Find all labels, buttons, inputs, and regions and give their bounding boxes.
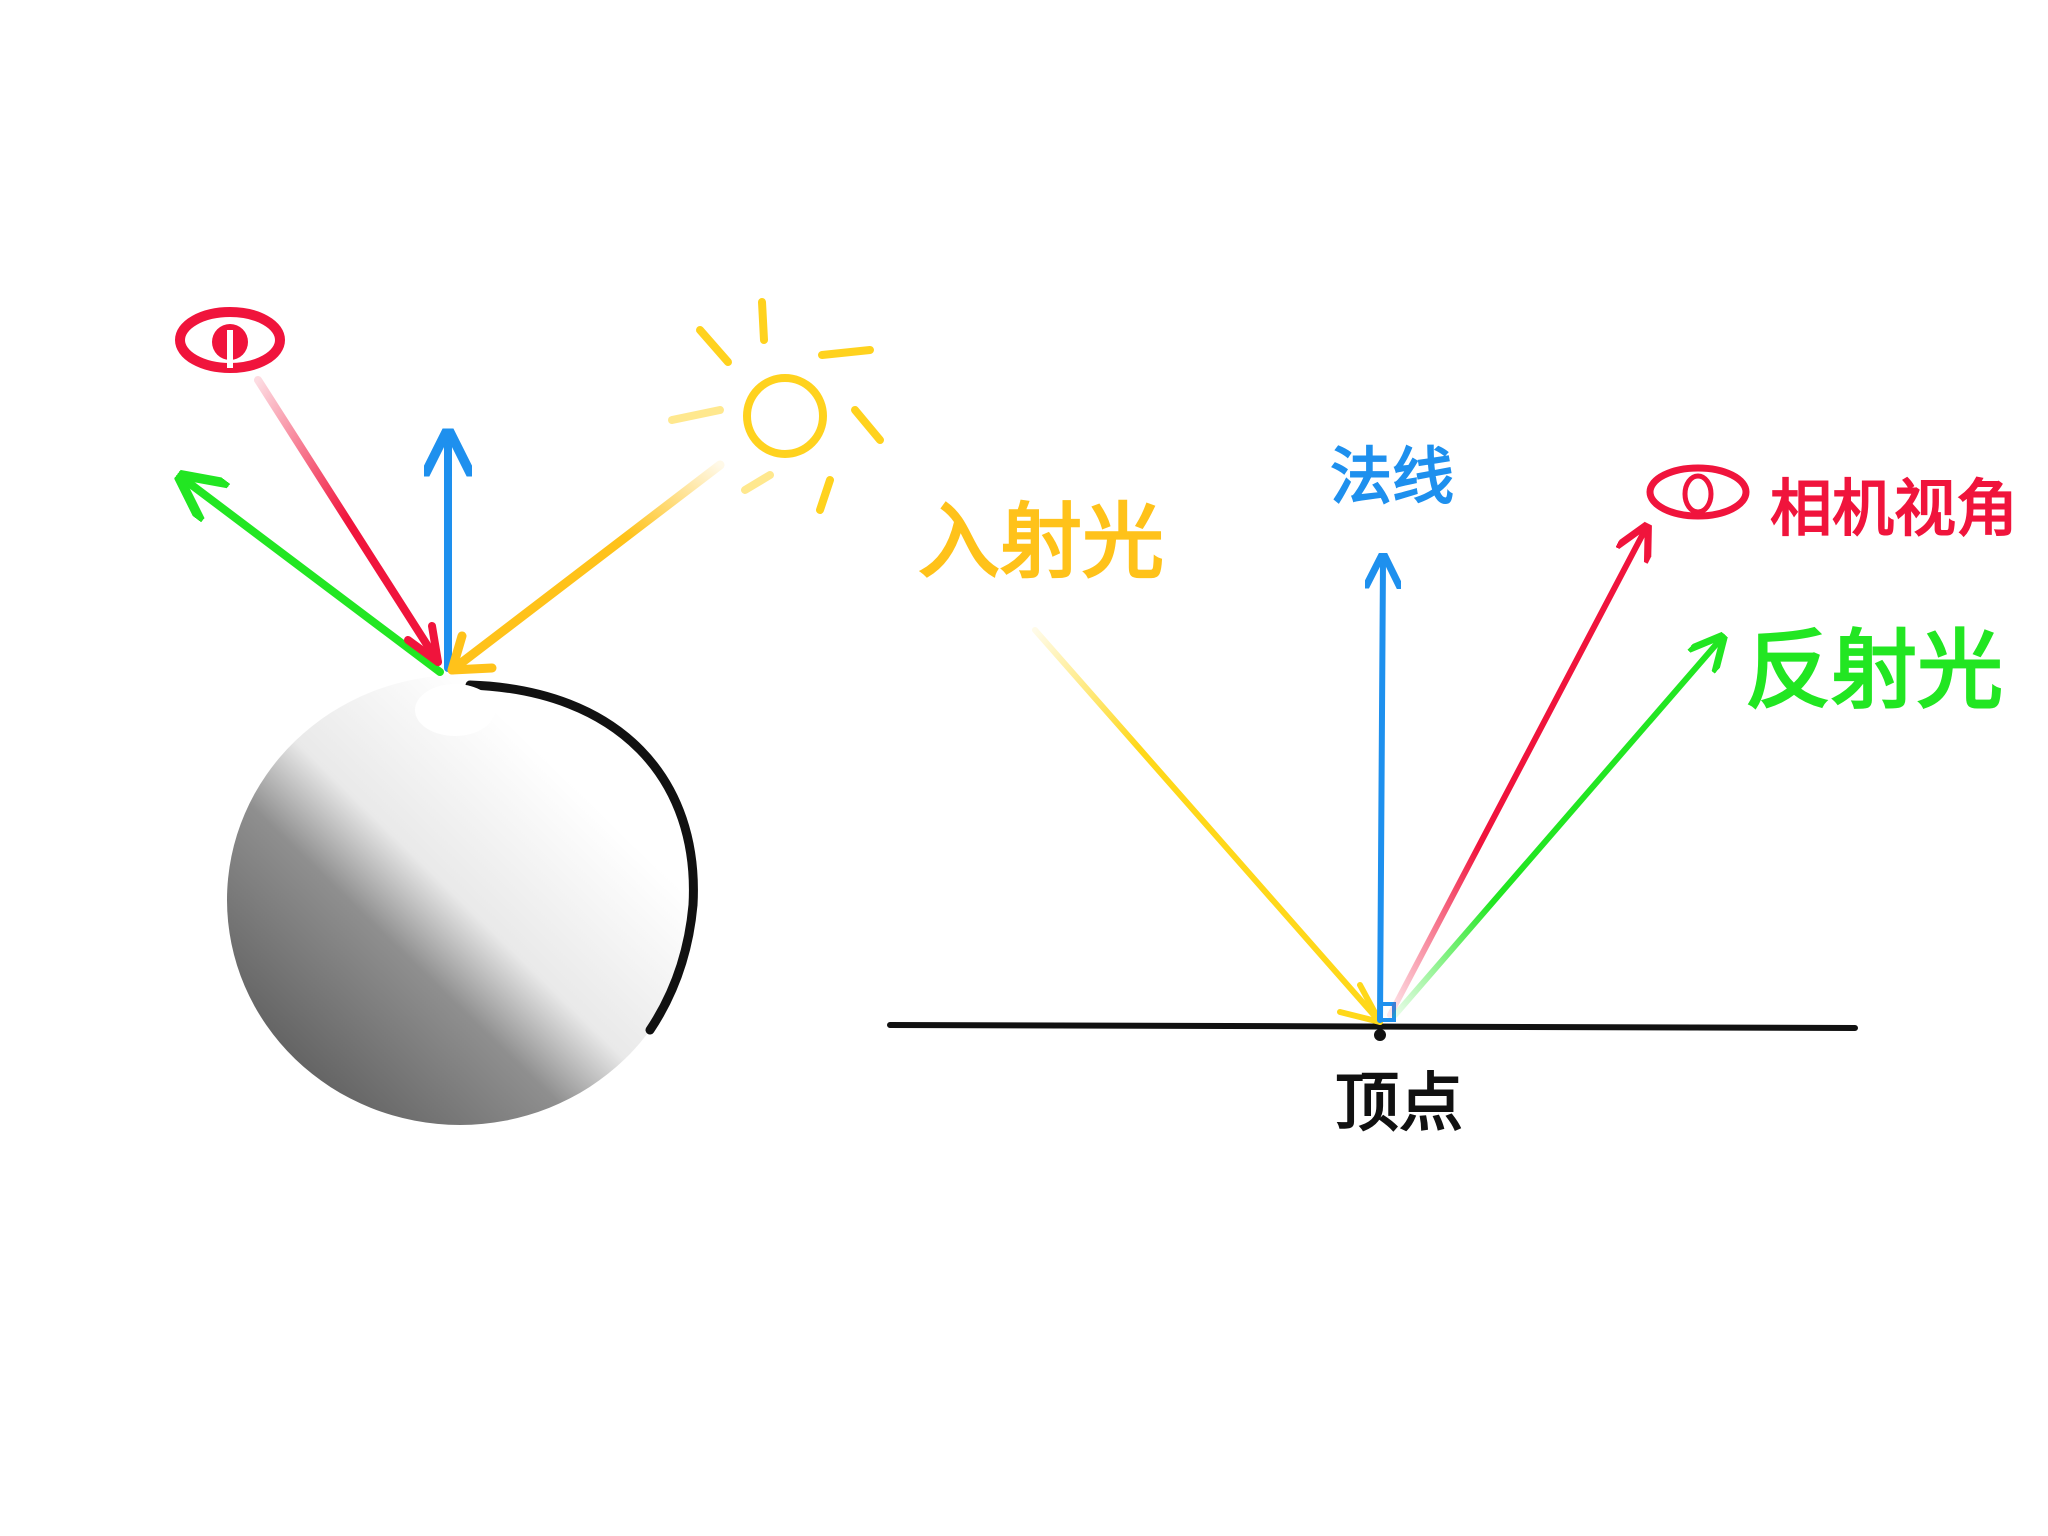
sun-icon: [668, 298, 884, 514]
camera-ray: [1387, 530, 1645, 1018]
sphere-camera-arrow: [254, 376, 442, 666]
label-camera: 相机视角: [1770, 472, 2018, 545]
sphere-illustration: [227, 675, 698, 1125]
sphere-highlight: [415, 684, 495, 736]
sphere: [227, 675, 693, 1125]
label-normal: 法线: [1330, 440, 1454, 513]
eye-icon: [1646, 464, 1750, 520]
reflection-diagram: 入射光 法线 相机视角 反射光 顶点: [887, 440, 2018, 1141]
sphere-rim: [465, 680, 698, 1035]
sphere-incident-arrow: [447, 460, 725, 675]
sphere-vectors: [185, 376, 725, 676]
eye-icon: [175, 307, 285, 373]
ground-line: [887, 1022, 1858, 1031]
label-incident: 入射光: [918, 495, 1164, 590]
vertex-dot: [1374, 1029, 1386, 1041]
label-vertex: 顶点: [1335, 1067, 1463, 1141]
normal-ray: [1380, 560, 1383, 1023]
reflected-ray: [1392, 640, 1720, 1018]
label-reflect: 反射光: [1745, 621, 2003, 721]
sphere-reflect-arrow: [185, 480, 444, 676]
incident-ray: [1032, 627, 1383, 1025]
